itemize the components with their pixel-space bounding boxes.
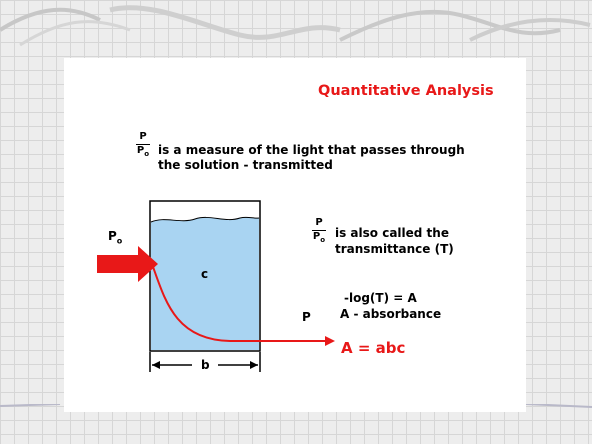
transmitted-label: P [302, 310, 311, 324]
fraction-bar-2 [312, 230, 326, 231]
path-length-arrow-right [250, 361, 258, 369]
fraction-numerator-2: P [315, 217, 323, 228]
concentration-label: c [201, 267, 209, 281]
fraction-numerator: P [139, 131, 147, 142]
equation-log-transmittance: -log(T) = A [344, 291, 417, 305]
transmitted-arrow-head [325, 336, 335, 346]
transmitted-light-curve [151, 263, 325, 342]
fraction-denominator-2: P [312, 231, 321, 242]
intro-line-1: is a measure of the light that passes th… [158, 143, 465, 157]
fraction-denominator-sub-2: o [320, 236, 326, 244]
slide-content-panel [64, 58, 526, 412]
fraction-p-over-po: P Po [136, 132, 150, 159]
incident-label-sub: o [116, 236, 123, 246]
incident-light-arrow [97, 246, 158, 282]
fraction-denominator-wrap-2: Po [312, 232, 326, 245]
path-length-arrow-left [152, 361, 160, 369]
equation-absorbance-definition: A - absorbance [340, 307, 442, 321]
incident-label: Po [108, 228, 122, 249]
slide-title: Quantitative Analysis [318, 83, 494, 99]
fraction-denominator: P [136, 145, 145, 156]
solution-fill [151, 217, 259, 350]
also-called-line-1: is also called the [335, 226, 449, 240]
fraction-denominator-wrap: Po [136, 146, 150, 159]
beer-lambert-equation: A = abc [341, 339, 406, 357]
intro-line-2: the solution - transmitted [158, 158, 333, 172]
fraction-p-over-po-2: P Po [312, 218, 326, 245]
incident-label-text: P [108, 229, 117, 243]
decorative-bottom-line [0, 404, 592, 408]
decorative-swoosh-top [0, 5, 591, 47]
solution-surface [150, 216, 260, 223]
fraction-denominator-sub: o [144, 150, 150, 158]
path-length-label: b [201, 358, 210, 372]
fraction-bar [136, 144, 150, 145]
also-called-line-2: transmittance (T) [335, 242, 454, 256]
